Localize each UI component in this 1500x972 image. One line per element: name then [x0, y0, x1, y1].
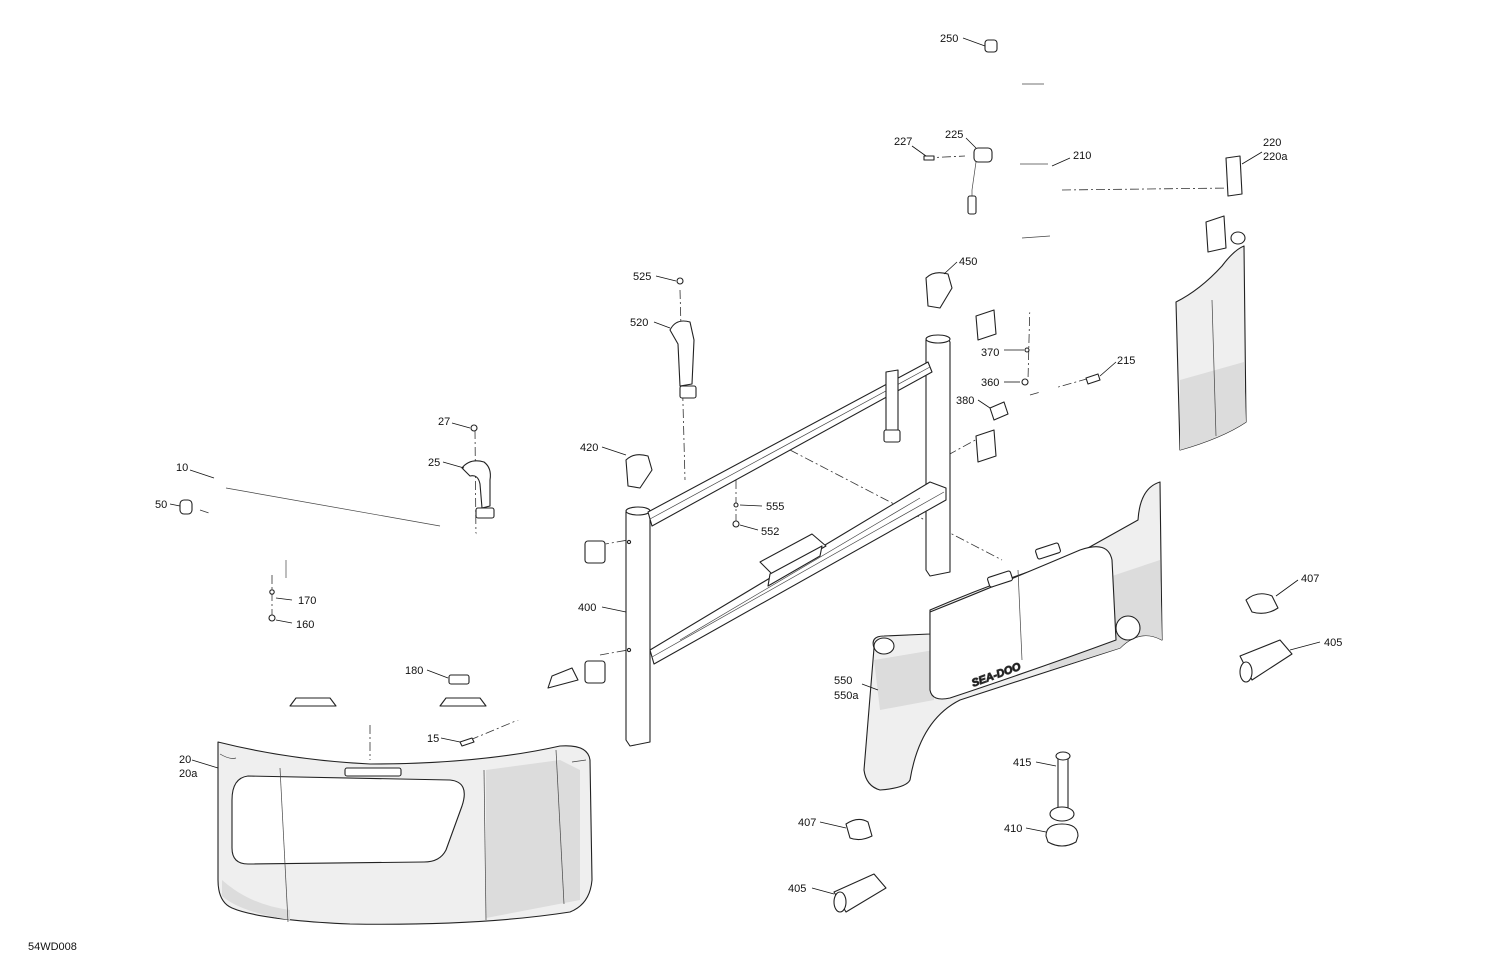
callout-415: 415: [1013, 757, 1031, 769]
callout-20a: 20a: [179, 768, 198, 780]
front-handrail: [205, 468, 608, 726]
callout-407-bottom: 407: [798, 817, 816, 829]
callout-360: 360: [981, 377, 999, 389]
callout-15: 15: [427, 733, 439, 745]
center-hardware: [732, 502, 740, 528]
rear-side-panel: [1175, 70, 1247, 451]
front-cover-panel: [217, 741, 593, 925]
callout-50: 50: [155, 499, 167, 511]
callout-410: 410: [1004, 823, 1022, 835]
rear-strap: [669, 277, 901, 443]
callout-250: 250: [940, 33, 958, 45]
rear-hardware: [989, 347, 1101, 421]
front-strap: [461, 424, 495, 519]
rear-wrap-panel: SEA-DOO: [863, 481, 1163, 791]
callout-550: 550: [834, 675, 852, 687]
callout-405-bottom: 405: [788, 883, 806, 895]
callout-180: 180: [405, 665, 423, 677]
callout-220a: 220a: [1263, 151, 1288, 163]
tether-parts: [923, 147, 993, 215]
callout-407-right: 407: [1301, 573, 1319, 585]
callout-20: 20: [179, 754, 191, 766]
leader-lines: [169, 37, 1321, 895]
callout-550a: 550a: [834, 690, 859, 702]
callout-370: 370: [981, 347, 999, 359]
callout-27: 27: [438, 416, 450, 428]
callout-400: 400: [578, 602, 596, 614]
callout-labels: 10 15 20 20a 25 27 50 160 170 180 210 21…: [155, 33, 1342, 895]
callout-160: 160: [296, 619, 314, 631]
assembly-lines: [199, 155, 1233, 760]
post-caps: [625, 272, 953, 489]
callout-450: 450: [959, 256, 977, 268]
callout-220: 220: [1263, 137, 1281, 149]
callout-25: 25: [428, 457, 440, 469]
callout-225: 225: [945, 129, 963, 141]
callout-10: 10: [176, 462, 188, 474]
callout-210: 210: [1073, 150, 1091, 162]
callout-227: 227: [894, 136, 912, 148]
callout-520: 520: [630, 317, 648, 329]
callout-380: 380: [956, 395, 974, 407]
callout-215: 215: [1117, 355, 1135, 367]
callout-405-right: 405: [1324, 637, 1342, 649]
callout-552: 552: [761, 526, 779, 538]
center-frame: [625, 334, 951, 747]
callout-420: 420: [580, 442, 598, 454]
reference-code: 54WD008: [28, 941, 77, 953]
loose-fittings: [833, 593, 1293, 913]
rear-handrail: [975, 8, 1061, 463]
callout-525: 525: [633, 271, 651, 283]
front-hardware: [179, 499, 475, 747]
callout-555: 555: [766, 501, 784, 513]
callout-170: 170: [298, 595, 316, 607]
